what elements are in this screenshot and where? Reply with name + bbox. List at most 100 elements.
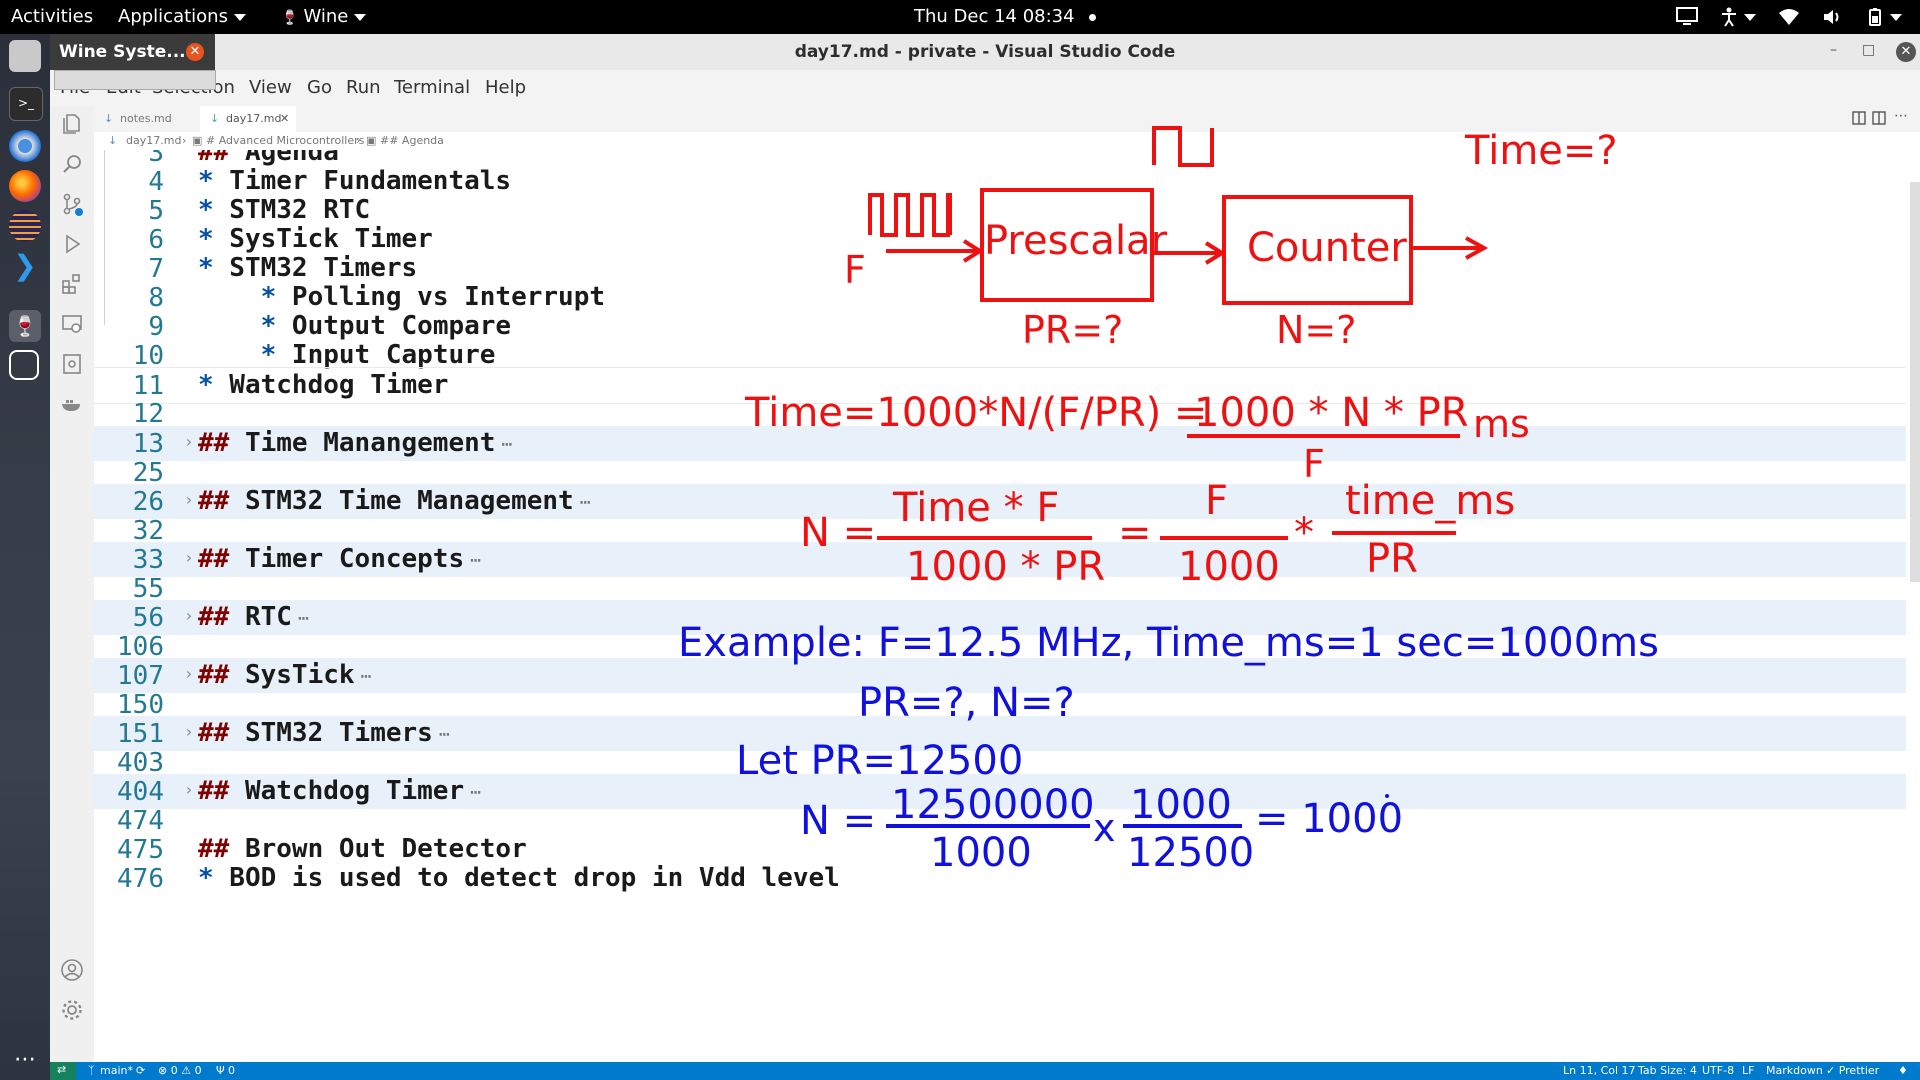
code-line[interactable]: 10 * Input Capture: [94, 338, 1906, 373]
menu-go[interactable]: Go: [307, 77, 332, 98]
fold-chevron-icon[interactable]: ›: [184, 547, 194, 567]
code-line[interactable]: 6* SysTick Timer: [94, 222, 1906, 257]
accessibility-icon[interactable]: [1720, 7, 1756, 27]
code-line[interactable]: 474: [94, 803, 1906, 838]
menu-terminal[interactable]: Terminal: [394, 77, 471, 98]
menu-view[interactable]: View: [249, 77, 292, 98]
language-mode[interactable]: Markdown: [1766, 1064, 1823, 1077]
code-line[interactable]: 7* STM32 Timers: [94, 251, 1906, 286]
vscode-icon[interactable]: ❯: [13, 249, 37, 282]
fold-chevron-icon[interactable]: ›: [184, 663, 194, 683]
source-control-icon[interactable]: [60, 192, 84, 216]
fold-chevron-icon[interactable]: ›: [184, 780, 194, 800]
fold-chevron-icon[interactable]: ›: [184, 722, 194, 741]
code-line[interactable]: 32: [94, 513, 1906, 548]
open-preview-icon[interactable]: [1852, 111, 1866, 125]
code-line[interactable]: 4* Timer Fundamentals: [94, 164, 1906, 199]
code-line[interactable]: 8 * Polling vs Interrupt: [94, 280, 1906, 315]
code-line[interactable]: 107›## SysTick⋯: [94, 657, 1906, 693]
system-tray[interactable]: [1676, 6, 1902, 28]
tab-size[interactable]: Tab Size: 4: [1638, 1064, 1697, 1077]
terminal-icon[interactable]: >_: [9, 87, 43, 121]
folded-ellipsis-icon[interactable]: ⋯: [470, 782, 481, 804]
wifi-icon[interactable]: [1778, 8, 1800, 26]
sync-icon[interactable]: ⟳: [136, 1064, 146, 1077]
code-line[interactable]: 3## Agenda: [94, 150, 1906, 170]
wine-icon[interactable]: 🍷: [9, 310, 41, 342]
folded-ellipsis-icon[interactable]: ⋯: [470, 549, 481, 571]
code-line[interactable]: 476* BOD is used to detect drop in Vdd l…: [94, 861, 1906, 896]
menu-help[interactable]: Help: [485, 77, 527, 98]
more-actions-icon[interactable]: ⋯: [1894, 108, 1908, 124]
screenshot-icon[interactable]: [9, 350, 39, 380]
code-line[interactable]: 25: [94, 455, 1906, 490]
remote-explorer-icon[interactable]: [60, 312, 84, 336]
code-line[interactable]: 13›## Time Manangement⋯: [94, 425, 1906, 461]
breadcrumb-heading-1[interactable]: # Advanced Microcontrollers: [206, 134, 365, 147]
encoding[interactable]: UTF-8: [1702, 1064, 1735, 1077]
account-icon[interactable]: [60, 958, 84, 982]
clock[interactable]: Thu Dec 14 08:34: [914, 6, 1096, 27]
end-of-line[interactable]: LF: [1742, 1064, 1755, 1077]
folded-ellipsis-icon[interactable]: ⋯: [501, 433, 513, 455]
activities-button[interactable]: Activities: [11, 6, 94, 27]
minimize-icon[interactable]: –: [1830, 42, 1837, 58]
gear-icon[interactable]: [60, 998, 84, 1022]
editor-scrollbar[interactable]: [1910, 182, 1920, 582]
menu-run[interactable]: Run: [346, 77, 381, 98]
code-line[interactable]: 151›## STM32 Timers⋯: [94, 716, 1906, 751]
testing-icon[interactable]: [60, 352, 84, 376]
folded-ellipsis-icon[interactable]: ⋯: [297, 607, 309, 629]
battery-icon[interactable]: [1864, 7, 1902, 27]
code-line[interactable]: 106: [94, 629, 1906, 664]
screen-icon[interactable]: [1676, 7, 1698, 27]
code-line[interactable]: 150: [94, 687, 1906, 722]
code-line[interactable]: 9 * Output Compare: [94, 309, 1906, 344]
close-icon[interactable]: ✕: [280, 112, 290, 125]
fold-chevron-icon[interactable]: ›: [184, 489, 194, 509]
files-icon[interactable]: [9, 40, 41, 72]
split-editor-icon[interactable]: [1872, 111, 1886, 125]
code-line[interactable]: 55: [94, 571, 1906, 606]
close-icon[interactable]: ✕: [1896, 42, 1916, 62]
prettier-status[interactable]: ✓ Prettier: [1826, 1064, 1880, 1077]
close-icon[interactable]: ✕: [186, 43, 204, 61]
cursor-position[interactable]: Ln 11, Col 17: [1563, 1064, 1636, 1077]
git-branch[interactable]: main*: [100, 1064, 133, 1077]
remote-indicator[interactable]: ⇄: [50, 1062, 76, 1080]
breadcrumb-heading-2[interactable]: ## Agenda: [380, 134, 444, 147]
fold-chevron-icon[interactable]: ›: [184, 431, 194, 451]
code-line[interactable]: 26›## STM32 Time Management⋯: [94, 483, 1906, 519]
folded-ellipsis-icon[interactable]: ⋯: [438, 724, 450, 745]
folded-ellipsis-icon[interactable]: ⋯: [360, 665, 372, 687]
wine-menu[interactable]: 🍷Wine: [281, 6, 367, 27]
code-line[interactable]: 475## Brown Out Detector: [94, 832, 1906, 867]
firefox-icon[interactable]: [9, 170, 41, 202]
code-line[interactable]: 403: [94, 745, 1906, 780]
code-line[interactable]: 33›## Timer Concepts⋯: [94, 541, 1906, 577]
problems-count[interactable]: ⊗ 0 ⚠ 0: [158, 1064, 202, 1077]
tab-notes-md[interactable]: ↓ notes.md: [94, 106, 198, 132]
extensions-icon[interactable]: [60, 272, 84, 296]
tab-day17-md[interactable]: ↓ day17.md ✕: [200, 106, 296, 132]
fold-chevron-icon[interactable]: ›: [184, 605, 194, 625]
wine-system-tray-window[interactable]: Wine Syste... ✕: [50, 34, 215, 70]
code-line[interactable]: 56›## RTC⋯: [94, 599, 1906, 635]
bell-icon[interactable]: ♦: [1898, 1064, 1908, 1077]
window-titlebar[interactable]: day17.md - private - Visual Studio Code …: [50, 34, 1920, 71]
show-apps-icon[interactable]: ⋯: [14, 1047, 36, 1072]
breadcrumb-file[interactable]: day17.md: [126, 134, 182, 147]
code-line[interactable]: 11* Watchdog Timer: [94, 367, 1906, 405]
eclipse-icon[interactable]: [9, 210, 41, 242]
code-line[interactable]: 12: [94, 396, 1906, 431]
chromium-icon[interactable]: [9, 130, 41, 162]
folded-ellipsis-icon[interactable]: ⋯: [579, 491, 591, 513]
docker-icon[interactable]: [60, 392, 84, 416]
ports-count[interactable]: 0: [228, 1064, 235, 1077]
explorer-icon[interactable]: [60, 112, 84, 136]
search-icon[interactable]: [60, 152, 84, 176]
code-line[interactable]: 5* STM32 RTC: [94, 193, 1906, 228]
wine-tray-subwindow[interactable]: [54, 70, 216, 90]
code-line[interactable]: 404›## Watchdog Timer⋯: [94, 774, 1906, 810]
